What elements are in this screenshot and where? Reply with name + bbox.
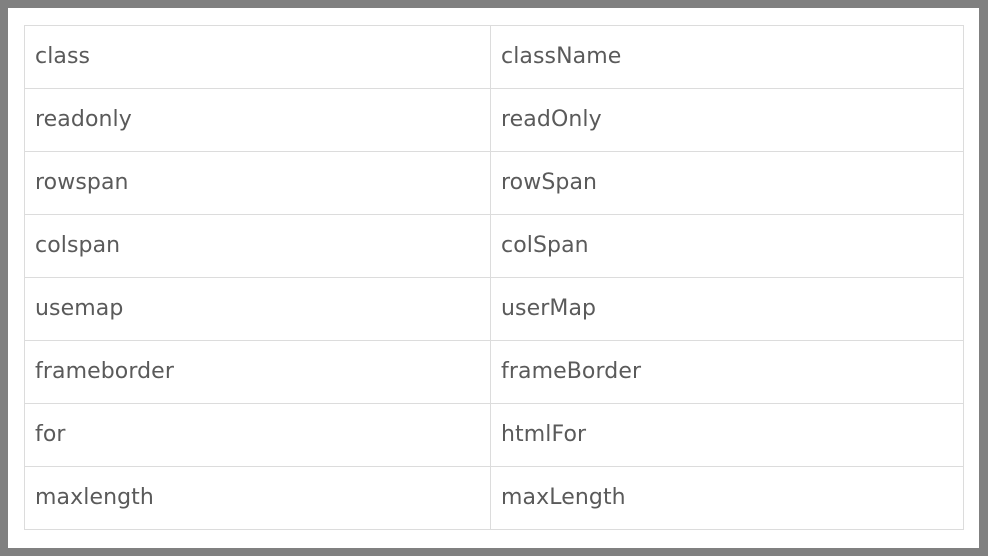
cell-jsx-property: userMap [490, 277, 964, 341]
cell-text: colSpan [501, 233, 589, 258]
table-row: usemap userMap [24, 277, 964, 341]
cell-text: maxlength [35, 485, 154, 510]
cell-jsx-property: maxLength [490, 466, 964, 530]
cell-text: for [35, 422, 66, 447]
cell-html-attribute: rowspan [24, 151, 491, 215]
table-row: readonly readOnly [24, 88, 964, 152]
attribute-mapping-table: class className readonly readOnly [24, 25, 964, 530]
cell-jsx-property: className [490, 25, 964, 89]
page-content: class className readonly readOnly [8, 8, 979, 548]
cell-jsx-property: colSpan [490, 214, 964, 278]
cell-jsx-property: frameBorder [490, 340, 964, 404]
cell-html-attribute: class [24, 25, 491, 89]
cell-text: usemap [35, 296, 124, 321]
cell-html-attribute: readonly [24, 88, 491, 152]
table-row: colspan colSpan [24, 214, 964, 278]
cell-text: frameborder [35, 359, 174, 384]
cell-text: colspan [35, 233, 121, 258]
table-row: class className [24, 25, 964, 89]
cell-text: frameBorder [501, 359, 642, 384]
cell-text: readOnly [501, 107, 602, 132]
table-row: maxlength maxLength [24, 466, 964, 530]
cell-jsx-property: rowSpan [490, 151, 964, 215]
cell-text: class [35, 44, 91, 69]
cell-text: rowspan [35, 170, 129, 195]
table-row: rowspan rowSpan [24, 151, 964, 215]
cell-jsx-property: readOnly [490, 88, 964, 152]
cell-text: htmlFor [501, 422, 587, 447]
cell-html-attribute: colspan [24, 214, 491, 278]
cell-text: readonly [35, 107, 132, 132]
cell-jsx-property: htmlFor [490, 403, 964, 467]
cell-text: rowSpan [501, 170, 598, 195]
cell-text: userMap [501, 296, 597, 321]
cell-text: maxLength [501, 485, 626, 510]
cell-html-attribute: usemap [24, 277, 491, 341]
table-body: class className readonly readOnly [24, 25, 964, 530]
cell-text: className [501, 44, 622, 69]
table-row: frameborder frameBorder [24, 340, 964, 404]
table-row: for htmlFor [24, 403, 964, 467]
cell-html-attribute: for [24, 403, 491, 467]
cell-html-attribute: maxlength [24, 466, 491, 530]
cell-html-attribute: frameborder [24, 340, 491, 404]
